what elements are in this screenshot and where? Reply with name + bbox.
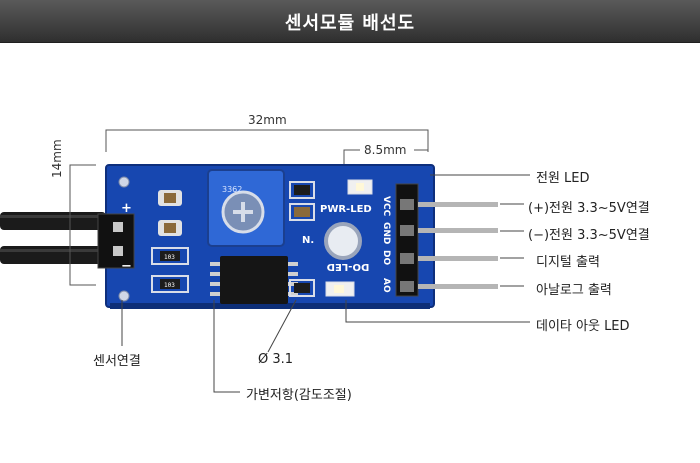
pcb-board — [97, 164, 498, 309]
sensor-cable — [0, 212, 106, 264]
pin-label-gnd: GND — [381, 222, 391, 244]
hole-diameter-label: Ø 3.1 — [258, 352, 294, 367]
width-dimension: 32mm — [248, 113, 287, 127]
do-led-silkscreen: DO-LED — [327, 261, 370, 272]
n-silkscreen: N. — [302, 235, 314, 246]
minus-mark: − — [121, 259, 132, 274]
analog-out-label: 아날로그 출력 — [536, 283, 612, 298]
pot-code: 3362 — [222, 185, 242, 194]
height-dimension: 14mm — [50, 139, 64, 178]
pitch-dimension: 8.5mm — [364, 143, 407, 157]
pin-label-ao: AO — [381, 278, 391, 293]
pin-label-vcc: VCC — [381, 196, 391, 217]
digital-out-label: 디지털 출력 — [536, 255, 600, 270]
vcc-label: (+)전원 3.3~5V연결 — [528, 201, 650, 216]
sensor-connect-label: 센서연결 — [93, 354, 141, 369]
plus-mark: + — [121, 201, 132, 216]
power-led-label: 전원 LED — [536, 171, 590, 186]
resistor-code-2: 103 — [164, 282, 175, 289]
data-out-led-label: 데이타 아웃 LED — [536, 319, 630, 334]
page-title: 센서모듈 배선도 — [284, 13, 416, 34]
resistor-code-1: 103 — [164, 254, 175, 261]
title-bar: 센서모듈 배선도 — [0, 0, 700, 43]
pwr-led-silkscreen: PWR-LED — [320, 204, 372, 215]
gnd-label: (−)전원 3.3~5V연결 — [528, 228, 650, 243]
pin-label-do: DO — [381, 250, 391, 265]
dimension-lines — [69, 129, 429, 286]
potentiometer-label: 가변저항(감도조절) — [246, 388, 352, 403]
leader-lines — [121, 174, 530, 393]
